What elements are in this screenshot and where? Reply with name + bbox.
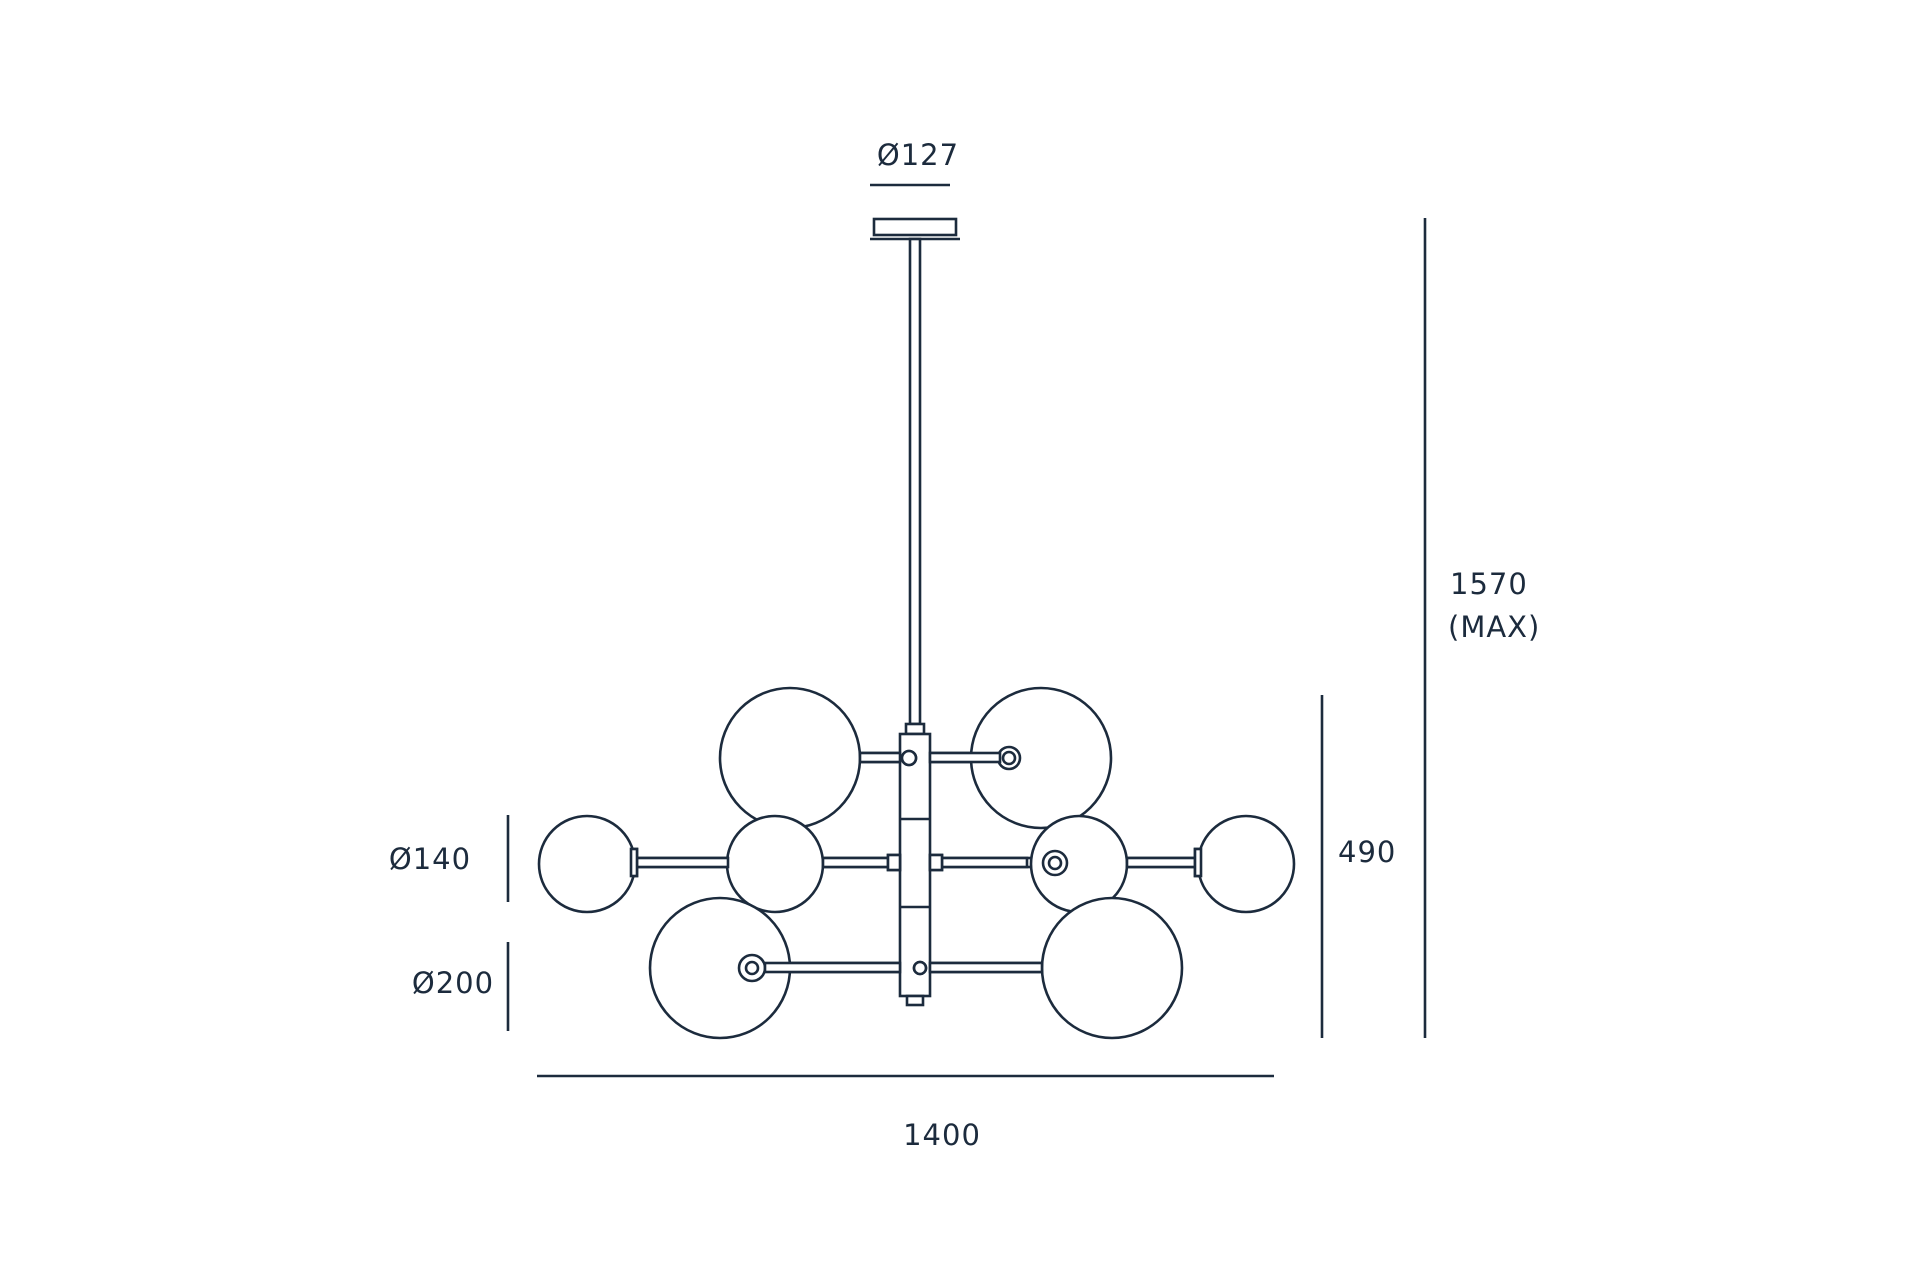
globe-middle-outer-right — [1196, 814, 1296, 914]
ceiling-canopy — [870, 217, 960, 241]
rod-coupling — [904, 722, 926, 736]
total-width-label: 1400 — [903, 1118, 981, 1152]
globe-middle-outer-left — [537, 814, 637, 914]
total-height-label: 1570 — [1450, 567, 1528, 601]
large-globe-diameter-label: Ø200 — [412, 966, 494, 1000]
total-height-max-note: (MAX) — [1448, 610, 1540, 644]
globe-middle-inner-left — [725, 814, 825, 914]
suspension-rod — [908, 237, 922, 726]
arm-overlays — [629, 749, 1203, 976]
globe-bottom-right — [1040, 896, 1184, 1040]
canopy-diameter-label: Ø127 — [877, 138, 959, 172]
globe-top-left — [718, 686, 862, 830]
globes — [537, 686, 1296, 1040]
body-height-label: 490 — [1338, 835, 1396, 869]
small-globe-diameter-label: Ø140 — [389, 842, 471, 876]
